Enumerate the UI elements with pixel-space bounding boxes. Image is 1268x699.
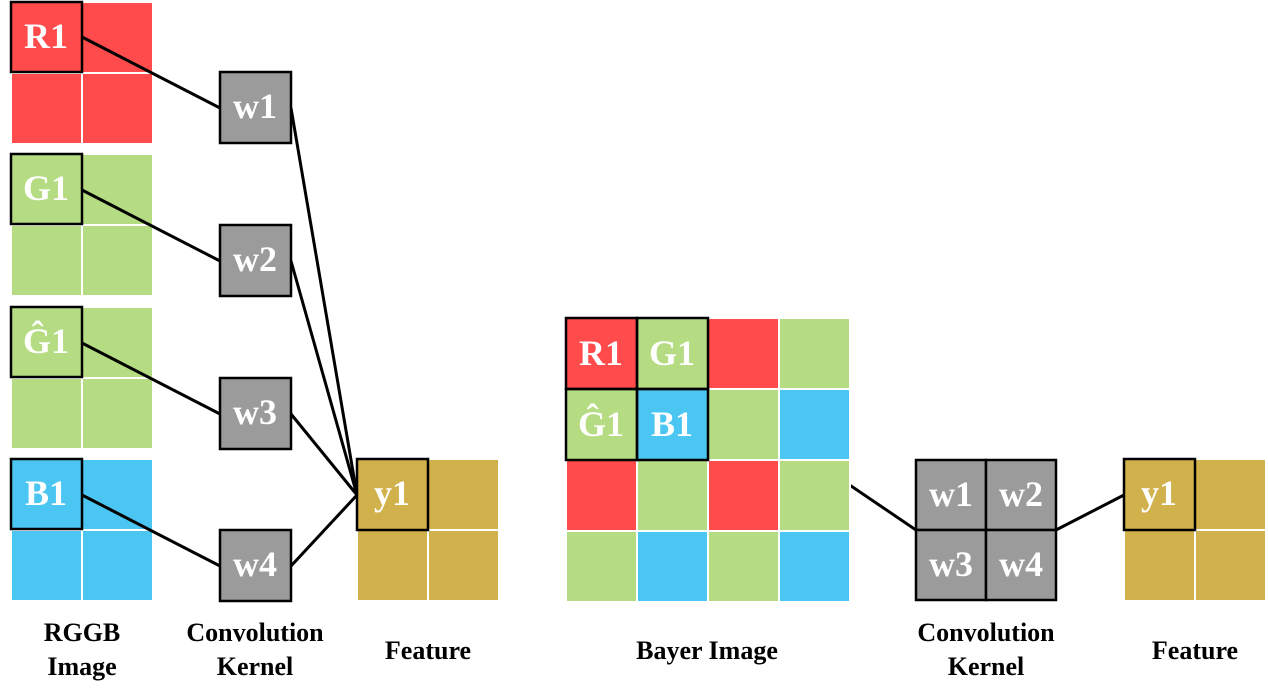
right-feature-label-y1: y1 (1141, 473, 1177, 513)
weight-box (218, 223, 293, 298)
connector-line (289, 413, 359, 496)
bayer-cell-green (707, 388, 780, 461)
highlight-cell (1122, 457, 1197, 532)
right-weight-w3: w3 (929, 544, 973, 584)
highlight-cell (9, 305, 84, 379)
weight-box (218, 528, 293, 603)
bayer-cell-green (565, 530, 638, 603)
rggb-label-b1: B1 (25, 473, 67, 513)
rggb-plane-red: R1 (9, 0, 152, 143)
bayer-image: R1 G1 Ĝ1 B1 (564, 316, 851, 603)
caption-kernel-left-line2: Kernel (217, 652, 294, 681)
caption-feature-right: Feature (1152, 636, 1238, 665)
bayer-label-r1: R1 (579, 333, 623, 373)
weight-box (984, 528, 1058, 602)
weight-label: w4 (233, 544, 277, 584)
connector-line (81, 341, 221, 416)
highlight-cell (9, 152, 84, 226)
left-kernel: w1 w2 w3 w4 (218, 70, 293, 603)
right-feature-map: y1 (1122, 457, 1265, 600)
caption-feature-left: Feature (385, 636, 471, 665)
right-kernel: w1 w2 w3 w4 (914, 458, 1058, 602)
caption-rggb-line1: RGGB (44, 618, 121, 647)
bayer-cell-blue (778, 530, 851, 603)
bayer-label-g1-hat: Ĝ1 (578, 403, 624, 444)
right-weight-w2: w2 (999, 474, 1043, 514)
kernel-weight-w4: w4 (218, 528, 293, 603)
highlight-cell (635, 387, 710, 462)
connector-line (1055, 493, 1125, 532)
kernel-weight-w3: w3 (218, 376, 293, 451)
weight-box (914, 528, 988, 602)
bayer-cell-red (707, 459, 780, 532)
bayer-cell-green (707, 530, 780, 603)
connector-line (81, 493, 221, 568)
bayer-cell-green (565, 388, 638, 461)
caption-rggb-line2: Image (47, 652, 116, 681)
weight-label: w1 (233, 86, 277, 126)
bayer-cell-red (707, 317, 780, 390)
connector-line (289, 493, 359, 568)
bayer-label-b1: B1 (651, 404, 693, 444)
bayer-cell-blue (778, 388, 851, 461)
rggb-label-g1-hat: Ĝ1 (23, 320, 69, 361)
caption-kernel-right-line1: Convolution (917, 618, 1055, 647)
rggb-label-g1: G1 (23, 168, 69, 208)
left-feature-map: y1 (355, 457, 498, 600)
kernel-weight-w1: w1 (218, 70, 293, 145)
right-weight-w1: w1 (929, 474, 973, 514)
bayer-cells (565, 317, 851, 603)
highlight-cell (9, 457, 84, 531)
caption-bayer: Bayer Image (636, 636, 778, 665)
connector-line (289, 107, 359, 496)
highlight-cell (355, 457, 430, 532)
rggb-label-r1: R1 (24, 16, 68, 56)
bayer-cell-green (778, 317, 851, 390)
right-weight-w4: w4 (999, 544, 1043, 584)
connector-line (81, 188, 221, 263)
weight-label: w3 (233, 392, 277, 432)
caption-kernel-right-line2: Kernel (948, 652, 1025, 681)
rggb-plane-green-2: Ĝ1 (9, 305, 152, 448)
connector-line (289, 260, 359, 496)
bayer-cell-green (636, 459, 709, 532)
bayer-label-g1: G1 (649, 333, 695, 373)
bayer-cell-blue (636, 530, 709, 603)
captions: RGGB Image Convolution Kernel Feature Ba… (44, 618, 1238, 681)
bayer-cell-green (636, 317, 709, 390)
kernel-weight-w2: w2 (218, 223, 293, 298)
weight-box (218, 70, 293, 145)
rggb-plane-blue: B1 (9, 457, 152, 600)
bayer-cell-green (778, 459, 851, 532)
rggb-image: R1 G1 Ĝ1 B1 (9, 0, 152, 600)
weight-box (218, 376, 293, 451)
caption-kernel-left-line1: Convolution (186, 618, 324, 647)
connector-line (81, 35, 221, 110)
rggb-plane-green: G1 (9, 152, 152, 295)
weight-label: w2 (233, 239, 277, 279)
bayer-cell-red (565, 459, 638, 532)
feature-label-y1: y1 (374, 473, 410, 513)
